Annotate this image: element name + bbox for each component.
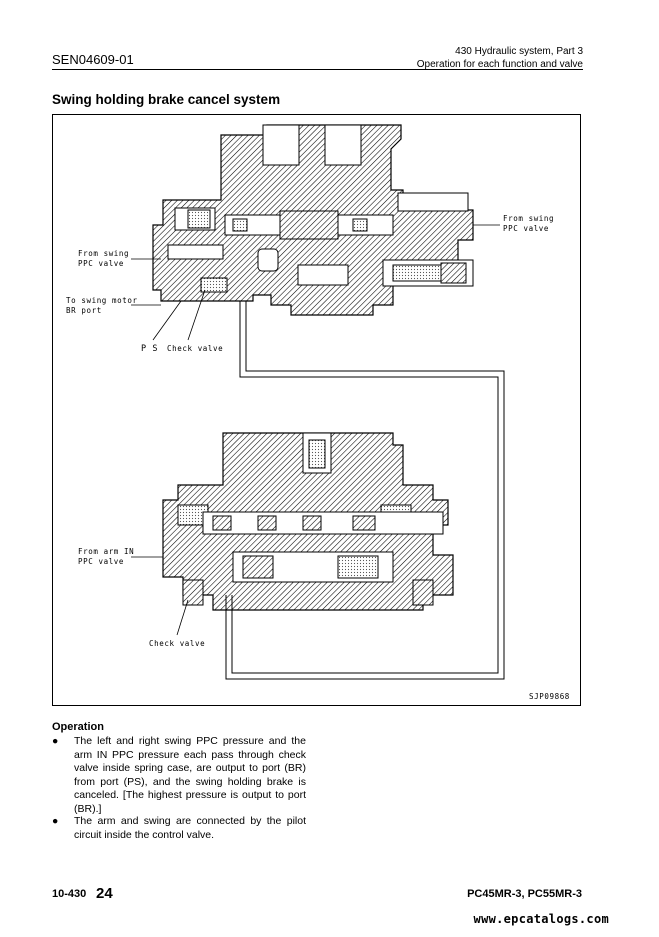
label-check-valve-bottom: Check valve [149,639,205,648]
label-check-valve-top: Check valve [167,344,223,353]
diagram-labels: From swing PPC valve From swing PPC valv… [66,214,570,701]
operation-bullet-text: The arm and swing are connected by the p… [74,815,306,841]
header-rule [52,69,583,70]
bullet-dot: ● [52,735,59,747]
model-name: PC45MR-3, PC55MR-3 [467,888,582,900]
page-prefix: 10-430 [52,888,87,900]
swing-control-valve [152,124,474,316]
label-to-swing-motor-2: BR port [66,306,102,315]
label-from-swing-ppc-left-2: PPC valve [78,259,124,268]
figure-code: SJP09868 [529,692,570,701]
operation-bullet-text: The left and right swing PPC pressure an… [74,735,306,815]
label-ps: P S [141,344,158,354]
hydraulic-diagram: From swing PPC valve From swing PPC valv… [66,124,570,701]
arm-control-valve [162,432,454,611]
leader-lines [131,224,500,636]
header-chapter-block: 430 Hydraulic system, Part 3 Operation f… [417,45,583,71]
page-number: 24 [96,885,113,902]
label-from-arm-in-2: PPC valve [78,557,124,566]
header-chapter: 430 Hydraulic system, Part 3 [455,46,583,57]
bullet-dot: ● [52,815,59,827]
section-title: Swing holding brake cancel system [52,92,281,107]
operation-bullet: ● The arm and swing are connected by the… [52,815,306,842]
watermark-link[interactable]: www.epcatalogs.com [473,912,609,926]
hydraulic-diagram-figure: From swing PPC valve From swing PPC valv… [52,114,581,706]
label-from-arm-in-1: From arm IN [78,547,134,556]
document-id: SEN04609-01 [52,52,134,67]
label-from-swing-ppc-right-2: PPC valve [503,224,549,233]
operation-heading: Operation [52,721,104,733]
operation-bullet: ● The left and right swing PPC pressure … [52,735,306,817]
label-from-swing-ppc-left-1: From swing [78,249,129,258]
label-to-swing-motor-1: To swing motor [66,296,138,305]
pilot-circuit-line [225,301,505,680]
header-subtitle: Operation for each function and valve [416,59,583,70]
label-from-swing-ppc-right-1: From swing [503,214,554,223]
